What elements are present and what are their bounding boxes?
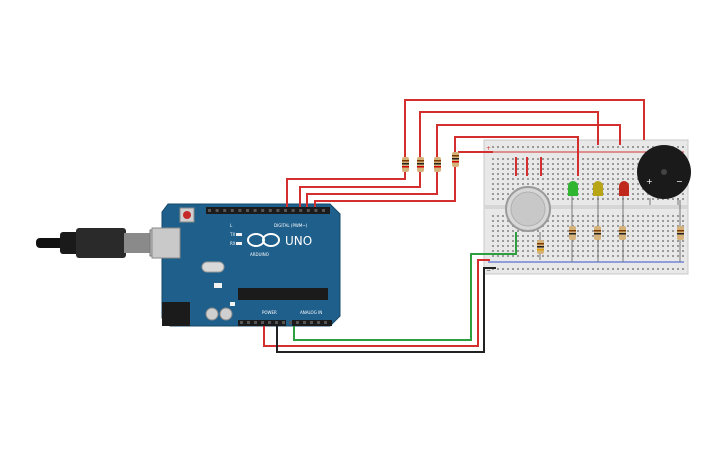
buzzer-minus-label: − bbox=[676, 177, 683, 186]
digital-pin[interactable] bbox=[299, 209, 303, 212]
power-analog-pin[interactable] bbox=[240, 321, 243, 324]
digital-pin[interactable] bbox=[238, 209, 242, 212]
gas-sensor[interactable] bbox=[505, 186, 551, 232]
digital-pin[interactable] bbox=[322, 209, 325, 212]
digital-header[interactable] bbox=[206, 207, 330, 214]
power-analog-pin[interactable] bbox=[310, 321, 313, 324]
power-analog-pin[interactable] bbox=[254, 321, 257, 324]
power-analog-pin[interactable] bbox=[303, 321, 306, 324]
tx-label: TX bbox=[229, 232, 235, 237]
wire-pin-3[interactable] bbox=[314, 165, 456, 207]
digital-pin[interactable] bbox=[291, 209, 295, 212]
buzzer-plus-label: + bbox=[646, 177, 653, 186]
arduino-logo bbox=[247, 233, 280, 247]
wires bbox=[263, 99, 645, 353]
wire-gnd[interactable] bbox=[276, 267, 496, 353]
board-model-label: UNO bbox=[285, 234, 312, 248]
rx-label: RX bbox=[230, 241, 236, 246]
digital-pin[interactable] bbox=[230, 209, 234, 212]
piezo-buzzer[interactable]: + − bbox=[637, 145, 691, 205]
digital-pin[interactable] bbox=[268, 209, 272, 212]
analog-label: ANALOG IN bbox=[300, 310, 322, 315]
power-analog-pin[interactable] bbox=[282, 321, 285, 324]
rail-plus-label: + bbox=[486, 145, 491, 152]
wire-resistor-1-to-buzzer[interactable] bbox=[404, 99, 645, 160]
resistor-array bbox=[402, 152, 459, 172]
power-label: POWER bbox=[262, 310, 277, 315]
digital-pin[interactable] bbox=[246, 209, 249, 212]
digital-pin[interactable] bbox=[306, 209, 310, 212]
resistor-1[interactable] bbox=[402, 157, 409, 172]
digital-pin[interactable] bbox=[284, 209, 287, 212]
resistor-2[interactable] bbox=[417, 157, 424, 172]
power-analog-pin[interactable] bbox=[317, 321, 320, 324]
power-analog-pin[interactable] bbox=[275, 321, 278, 324]
digital-pin[interactable] bbox=[223, 209, 227, 212]
led-resistors bbox=[569, 200, 684, 262]
power-analog-pin[interactable] bbox=[261, 321, 264, 324]
digital-pin[interactable] bbox=[215, 209, 219, 212]
digital-pin[interactable] bbox=[314, 209, 318, 212]
resistor-4[interactable] bbox=[452, 152, 459, 167]
wire-analog-a0[interactable] bbox=[293, 232, 517, 341]
wire-resistor-2-to-led-red[interactable] bbox=[419, 111, 599, 160]
digital-pin[interactable] bbox=[261, 209, 265, 212]
arduino-board[interactable]: UNO ARDUINO DIGITAL (PWM~) POWER ANALOG … bbox=[151, 203, 341, 327]
atmega-chip bbox=[238, 288, 328, 300]
power-analog-pin[interactable] bbox=[268, 321, 271, 324]
digital-label: DIGITAL (PWM~) bbox=[274, 223, 308, 228]
wire-5v[interactable] bbox=[263, 259, 490, 347]
digital-pin[interactable] bbox=[208, 209, 211, 212]
digital-pin[interactable] bbox=[276, 209, 280, 212]
wire-pin-5[interactable] bbox=[306, 165, 438, 207]
wire-resistor-3-to-led-yellow[interactable] bbox=[436, 124, 621, 160]
wire-pin-6[interactable] bbox=[299, 165, 421, 207]
l-label: L bbox=[230, 223, 233, 228]
power-analog-pin[interactable] bbox=[324, 321, 327, 324]
digital-pin[interactable] bbox=[253, 209, 257, 212]
power-analog-pin[interactable] bbox=[289, 321, 292, 324]
dc-jack bbox=[162, 302, 190, 326]
wire-resistor-4-to-led-green[interactable] bbox=[454, 136, 579, 176]
rail-minus-label: − bbox=[486, 267, 491, 274]
power-analog-pin[interactable] bbox=[296, 321, 299, 324]
board-brand-label: ARDUINO bbox=[250, 252, 269, 257]
resistor-3[interactable] bbox=[434, 157, 441, 172]
power-analog-pin[interactable] bbox=[247, 321, 250, 324]
sensor-resistor[interactable] bbox=[537, 232, 544, 260]
